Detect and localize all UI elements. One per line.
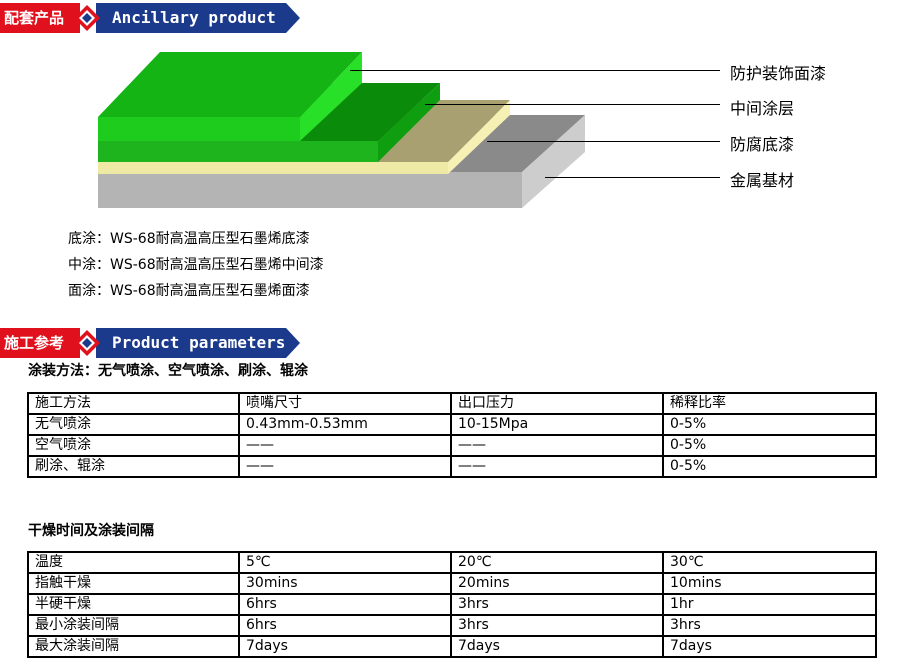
table-cell: 30mins	[238, 572, 452, 595]
topcoat-front	[98, 117, 300, 141]
table-row: 半硬干燥 6hrs 3hrs 1hr	[27, 593, 877, 616]
table-row: 无气喷涂 0.43mm-0.53mm 10-15Mpa 0-5%	[27, 413, 877, 436]
table-cell: 无气喷涂	[27, 413, 240, 436]
section-banner-parameters: 施工参考 Product parameters	[0, 328, 300, 358]
topcoat-side	[300, 52, 362, 141]
table-cell: 刷涂、辊涂	[27, 455, 240, 478]
table-cell: 施工方法	[27, 392, 240, 415]
table-cell: ——	[238, 434, 452, 457]
table-cell: 30℃	[662, 551, 877, 574]
topcoat-top	[98, 52, 362, 117]
callout-line-primer	[487, 141, 720, 142]
table-cell: 出口压力	[450, 392, 664, 415]
brand-logo-icon	[74, 5, 100, 31]
table-cell: 空气喷涂	[27, 434, 240, 457]
table-cell: 最大涂装间隔	[27, 635, 240, 658]
table-cell: 7days	[662, 635, 877, 658]
table-cell: 1hr	[662, 593, 877, 616]
table-cell: 3hrs	[662, 614, 877, 637]
table-cell: 温度	[27, 551, 240, 574]
method-table: 施工方法 喷嘴尺寸 出口压力 稀释比率 无气喷涂 0.43mm-0.53mm 1…	[27, 392, 877, 478]
product-topcoat: 面涂：WS-68耐高温高压型石墨烯面漆	[68, 283, 310, 299]
method-title: 涂装方法：无气喷涂、空气喷涂、刷涂、辊涂	[28, 363, 308, 379]
table-cell: ——	[450, 455, 664, 478]
layer-label-topcoat: 防护装饰面漆	[730, 64, 827, 83]
table-cell: 6hrs	[238, 614, 452, 637]
table-cell: 0.43mm-0.53mm	[238, 413, 452, 436]
layer-label-substrate: 金属基材	[730, 171, 795, 190]
table-row: 空气喷涂 —— —— 0-5%	[27, 434, 877, 457]
table-row: 指触干燥 30mins 20mins 10mins	[27, 572, 877, 595]
banner-en-label: Ancillary product	[112, 8, 276, 27]
table-cell: 0-5%	[662, 413, 877, 436]
substrate-side	[522, 115, 585, 208]
table-cell: 3hrs	[450, 614, 664, 637]
table-cell: 喷嘴尺寸	[238, 392, 452, 415]
banner-cn-label: 施工参考	[0, 328, 80, 358]
table-row: 施工方法 喷嘴尺寸 出口压力 稀释比率	[27, 392, 877, 415]
table-row: 最大涂装间隔 7days 7days 7days	[27, 635, 877, 658]
table-row: 刷涂、辊涂 —— —— 0-5%	[27, 455, 877, 478]
midcoat-side	[378, 83, 440, 162]
table-row: 温度 5℃ 20℃ 30℃	[27, 551, 877, 574]
primer-side	[448, 100, 510, 174]
table-cell: 0-5%	[662, 455, 877, 478]
table-cell: 最小涂装间隔	[27, 614, 240, 637]
table-cell: 10-15Mpa	[450, 413, 664, 436]
banner-cn-label: 配套产品	[0, 3, 80, 33]
table-cell: 0-5%	[662, 434, 877, 457]
dry-table: 温度 5℃ 20℃ 30℃ 指触干燥 30mins 20mins 10mins …	[27, 551, 877, 658]
substrate-front	[98, 172, 522, 208]
table-cell: 稀释比率	[662, 392, 877, 415]
callout-line-midcoat	[425, 104, 720, 105]
table-cell: 7days	[450, 635, 664, 658]
product-primer: 底涂：WS-68耐高温高压型石墨烯底漆	[68, 231, 310, 247]
table-cell: ——	[450, 434, 664, 457]
table-cell: 20℃	[450, 551, 664, 574]
banner-en-label: Product parameters	[112, 333, 286, 352]
product-midcoat: 中涂：WS-68耐高温高压型石墨烯中间漆	[68, 257, 324, 273]
callout-line-topcoat	[350, 70, 720, 71]
brand-logo-icon	[74, 330, 100, 356]
midcoat-front	[98, 141, 378, 162]
banner-arrow-shape	[96, 328, 300, 358]
banner-arrow-shape	[96, 3, 300, 33]
dry-title: 干燥时间及涂装间隔	[28, 523, 154, 539]
table-row: 最小涂装间隔 6hrs 3hrs 3hrs	[27, 614, 877, 637]
section-banner-ancillary: 配套产品 Ancillary product	[0, 3, 300, 33]
coating-layers-diagram	[98, 52, 585, 208]
table-cell: 20mins	[450, 572, 664, 595]
layer-label-primer: 防腐底漆	[730, 135, 795, 154]
table-cell: 3hrs	[450, 593, 664, 616]
table-cell: 半硬干燥	[27, 593, 240, 616]
primer-front	[98, 162, 448, 174]
table-cell: 5℃	[238, 551, 452, 574]
table-cell: 10mins	[662, 572, 877, 595]
table-cell: 指触干燥	[27, 572, 240, 595]
layer-label-midcoat: 中间涂层	[730, 99, 795, 118]
table-cell: 7days	[238, 635, 452, 658]
table-cell: ——	[238, 455, 452, 478]
callout-line-substrate	[545, 177, 720, 178]
table-cell: 6hrs	[238, 593, 452, 616]
